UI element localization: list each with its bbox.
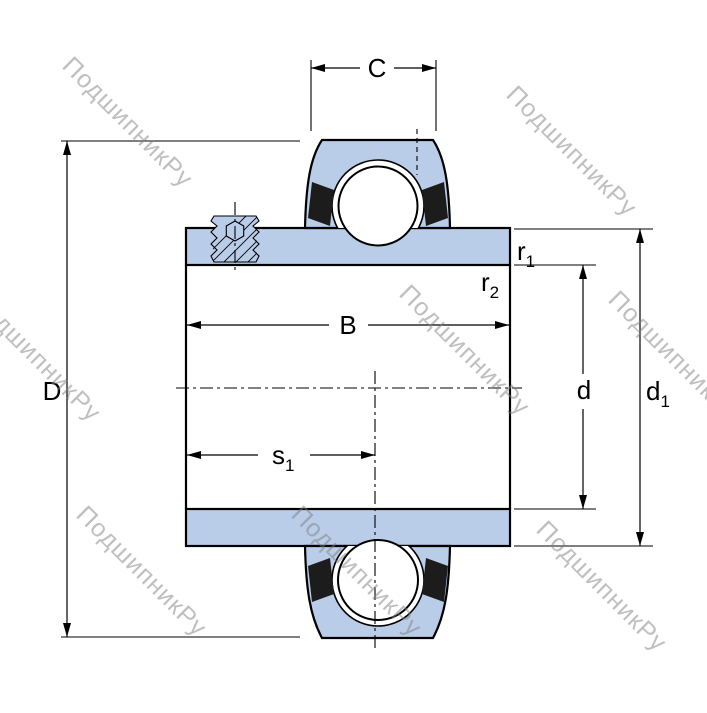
seal-bottom-right (422, 558, 448, 602)
label-d1: d1 (646, 376, 670, 411)
arrowhead (579, 265, 587, 279)
seal-top-right (422, 182, 448, 226)
arrowhead (579, 495, 587, 509)
seal-bottom-left (308, 558, 334, 602)
label-s1: s1 (272, 440, 294, 475)
ball-bottom (337, 539, 419, 621)
arrowhead (361, 451, 375, 459)
arrowhead (495, 321, 509, 329)
inner-ring (184, 226, 512, 548)
dimension-d1 (514, 228, 653, 547)
dimension-d (514, 264, 596, 510)
inner-ring-bottom-section (184, 507, 512, 548)
arrowhead (63, 141, 71, 155)
ball-top (337, 165, 419, 247)
label-D: D (43, 376, 62, 406)
outer-ring-bottom (303, 539, 452, 640)
dimension-D (61, 140, 300, 638)
watermark-text: ПодшипникРу (57, 52, 199, 194)
label-C: C (368, 53, 387, 83)
label-B: B (339, 310, 356, 340)
watermark-text: ПодшипникРу (501, 81, 643, 223)
arrowhead (311, 64, 325, 72)
dimension-s1 (187, 451, 375, 459)
watermark-text: ПодшипникРу (531, 516, 673, 658)
dimension-C (310, 60, 437, 131)
arrowhead (422, 64, 436, 72)
set-screw (210, 202, 260, 272)
arrowhead (187, 321, 201, 329)
watermark-text: ПодшипникРу (394, 280, 536, 422)
arrowhead (187, 451, 201, 459)
label-r1: r1 (517, 236, 535, 271)
seal-top-left (308, 182, 334, 226)
arrowhead (636, 229, 644, 243)
outer-ring-top (303, 129, 452, 247)
arrowhead (63, 623, 71, 637)
arrowhead (636, 532, 644, 546)
dimension-B (187, 321, 509, 329)
label-d: d (577, 375, 591, 405)
label-r2: r2 (481, 267, 499, 302)
